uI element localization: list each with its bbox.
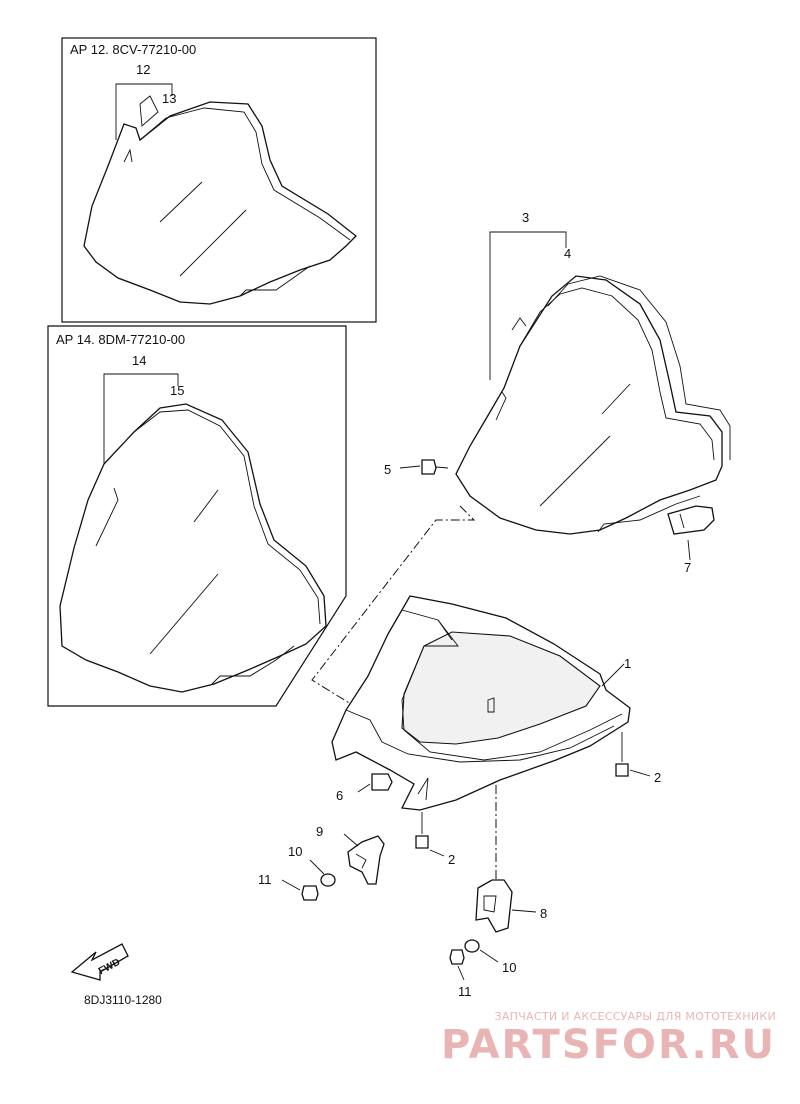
callout-10-right[interactable]: 10 — [502, 960, 516, 975]
watermark-brand: PARTSFOR.RU — [440, 1022, 776, 1068]
watermark-subtitle: ЗАПЧАСТИ И АКСЕССУАРЫ ДЛЯ МОТОТЕХНИКИ — [494, 1010, 776, 1023]
windscreen-assembly-main[interactable]: 3 4 — [455, 210, 731, 535]
callout-11-right[interactable]: 11 — [458, 984, 472, 999]
callout-6[interactable]: 6 — [336, 788, 343, 803]
nut-11-left[interactable]: 11 — [258, 872, 319, 901]
windscreen-ap12[interactable] — [83, 95, 357, 305]
screw-5[interactable]: 5 — [384, 459, 449, 477]
washer-10-left[interactable]: 10 — [288, 844, 336, 887]
option-box-ap14: AP 14. 8DM-77210-00 14 15 — [47, 325, 347, 707]
callout-12[interactable]: 12 — [136, 62, 150, 77]
callout-7[interactable]: 7 — [684, 560, 691, 575]
callout-5[interactable]: 5 — [384, 462, 391, 477]
option-box-ap12: AP 12. 8CV-77210-00 12 13 — [61, 37, 377, 323]
callout-4[interactable]: 4 — [564, 246, 571, 261]
washer-10-right[interactable]: 10 — [464, 939, 516, 975]
screw-2-right[interactable]: 2 — [615, 732, 661, 785]
front-cowling-1[interactable]: 1 — [331, 595, 631, 811]
callout-15[interactable]: 15 — [170, 383, 184, 398]
stay-9[interactable]: 9 — [316, 824, 385, 885]
callout-3[interactable]: 3 — [522, 210, 529, 225]
callout-13[interactable]: 13 — [162, 91, 176, 106]
box-title-ap12: AP 12. 8CV-77210-00 — [70, 42, 196, 57]
nut-7[interactable]: 7 — [667, 505, 715, 575]
bracket-8[interactable]: 8 — [475, 879, 547, 933]
nut-11-right[interactable]: 11 — [449, 949, 472, 999]
grommet-6[interactable]: 6 — [336, 773, 393, 803]
callout-2-lower[interactable]: 2 — [448, 852, 455, 867]
fwd-arrow-icon: FWD — [70, 943, 129, 981]
guide-line-left — [311, 505, 476, 723]
callout-14[interactable]: 14 — [132, 353, 146, 368]
box-title-ap14: AP 14. 8DM-77210-00 — [56, 332, 185, 347]
callout-2-right[interactable]: 2 — [654, 770, 661, 785]
callout-8[interactable]: 8 — [540, 906, 547, 921]
screw-2-lower[interactable]: 2 — [415, 812, 455, 867]
drawing-code: 8DJ3110-1280 — [84, 993, 162, 1007]
watermark: ЗАПЧАСТИ И АКСЕССУАРЫ ДЛЯ МОТОТЕХНИКИ PA… — [441, 1010, 776, 1067]
callout-1[interactable]: 1 — [624, 656, 631, 671]
callout-10-left[interactable]: 10 — [288, 844, 302, 859]
callout-11-left[interactable]: 11 — [258, 872, 272, 887]
windscreen-ap14[interactable] — [59, 403, 327, 693]
callout-9[interactable]: 9 — [316, 824, 323, 839]
